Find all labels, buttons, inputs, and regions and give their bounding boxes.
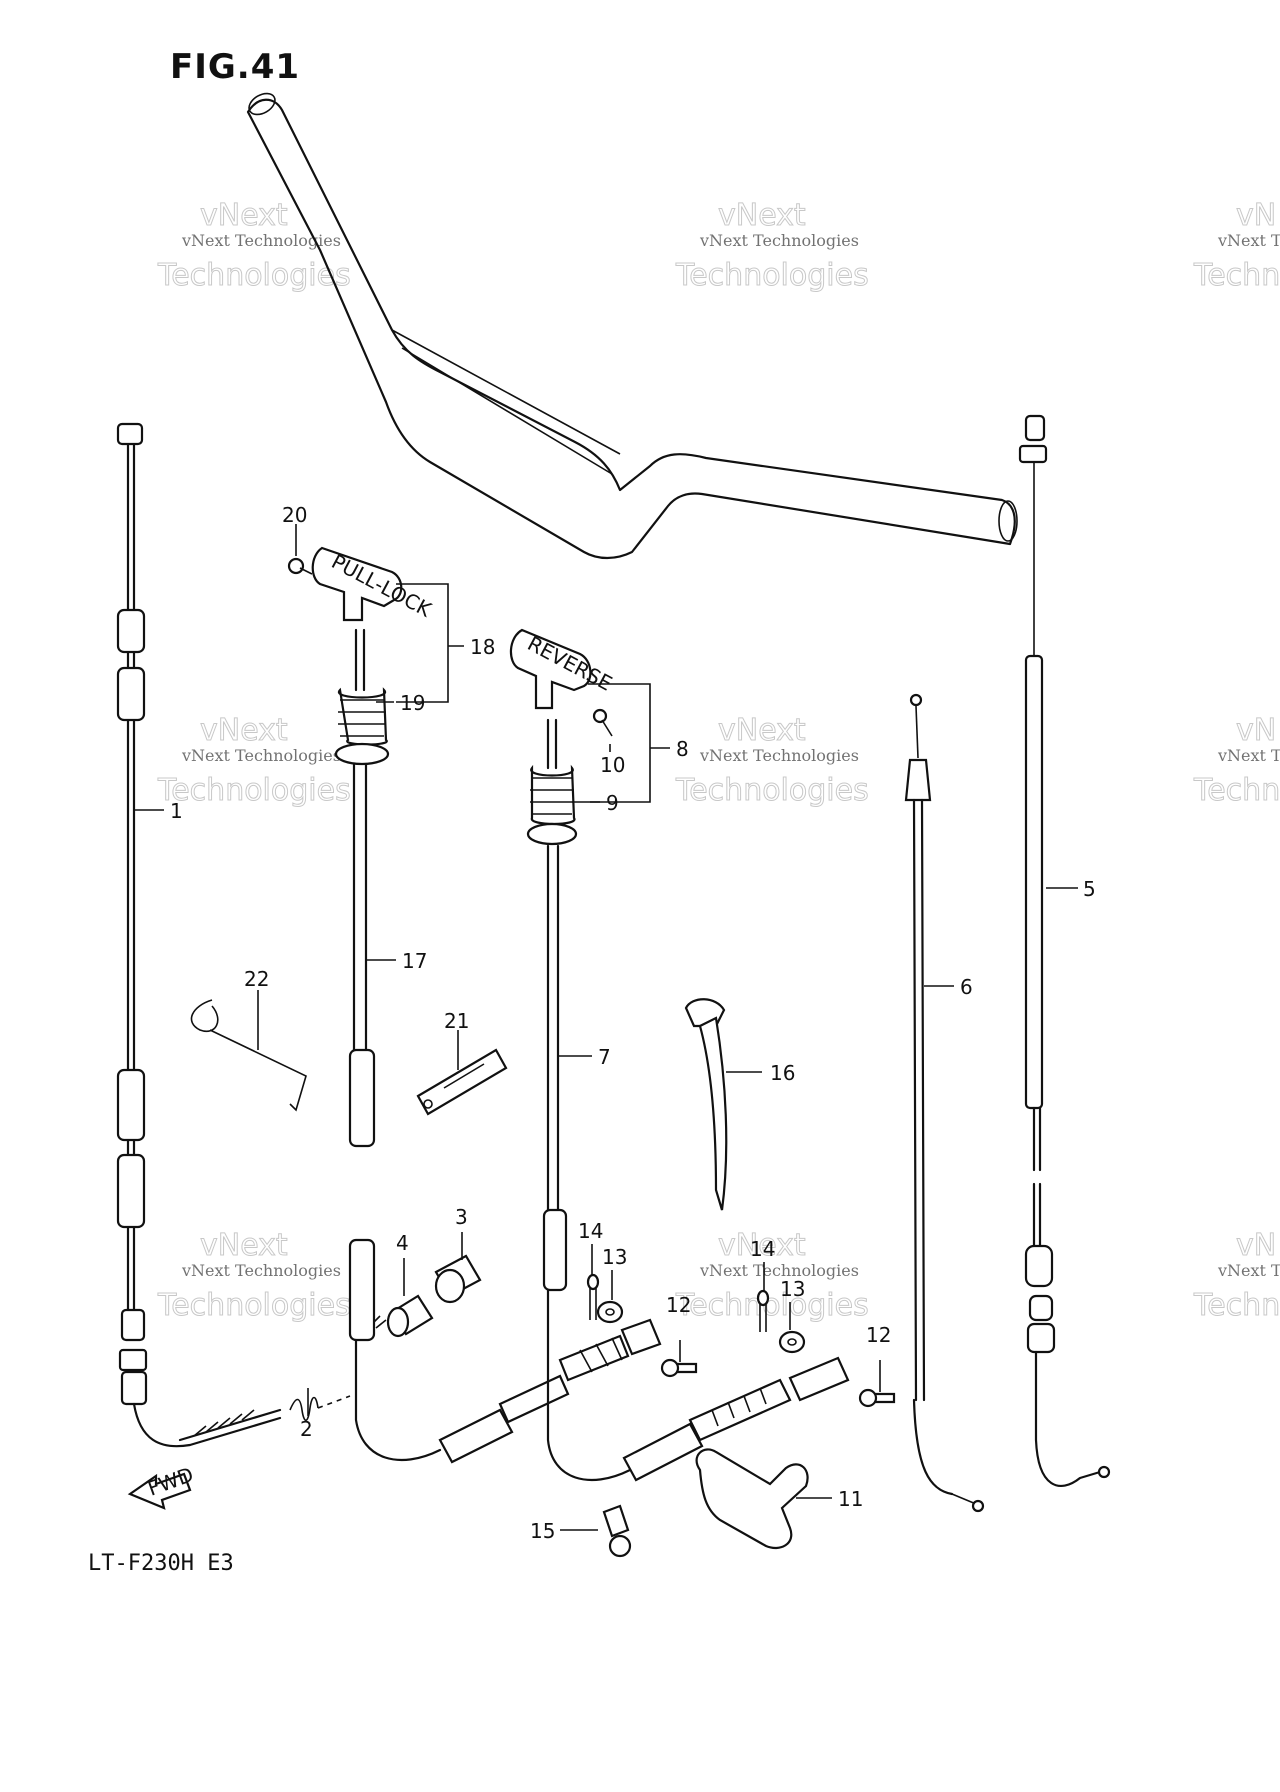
cotter-pin-14-left: [586, 1273, 600, 1320]
reverse-cable-7: [526, 718, 850, 1482]
watermark-text: vNext Technologies: [699, 1261, 859, 1280]
watermark-text: Technologies: [157, 258, 351, 293]
watermark-row-top: vNext Technologies vNext Technologies vN…: [157, 198, 1280, 294]
callout-20: 20: [282, 503, 307, 527]
cotter-pin-14-right: [756, 1289, 770, 1332]
screw-10: [592, 708, 613, 737]
watermark-text: vNext: [718, 713, 806, 748]
callout-10: 10: [600, 753, 625, 777]
watermark-text: vNext Technologies: [181, 231, 341, 250]
watermark-text: vNext: [718, 1228, 806, 1263]
cable-tie-16: [684, 998, 728, 1211]
callout-1: 1: [170, 799, 183, 823]
watermark-text: vNext Technologies: [699, 746, 859, 765]
cable-5: [1018, 414, 1111, 1488]
callout-12b: 12: [866, 1323, 891, 1347]
handlebar: [246, 92, 1018, 560]
watermark-text: Technologies: [675, 258, 869, 293]
pull-lock-knob-18: PULL-LOCK: [311, 546, 436, 622]
spring-2: [289, 1395, 351, 1422]
clip-21: [416, 1048, 508, 1116]
watermark-text: vNext Technologies: [181, 746, 341, 765]
callouts: 1 2 3 4 5 6 7 8 9 10 11 12 12 13 13 14 1: [134, 503, 1096, 1543]
watermark-text: vNext: [200, 713, 288, 748]
pull-lock-cable-17: [334, 628, 570, 1464]
callout-11: 11: [838, 1487, 863, 1511]
callout-13b: 13: [780, 1277, 805, 1301]
reverse-knob-8: REVERSE: [509, 628, 616, 710]
watermark-text: vNext Techn: [1217, 1261, 1280, 1280]
model-code: LT-F230H E3: [88, 1551, 234, 1576]
watermark-row-bottom: vNext Technologies vNext Technologies vN…: [157, 1228, 1280, 1324]
callout-14a: 14: [578, 1219, 603, 1243]
watermark-text: vN: [1236, 198, 1276, 233]
figure-title: FIG.41: [170, 47, 300, 87]
callout-15: 15: [530, 1519, 555, 1543]
watermark-text: Technologies: [157, 773, 351, 808]
washer-13-right: [778, 1330, 806, 1354]
watermark-text: Technologies: [675, 1288, 869, 1323]
clevis-left: [558, 1318, 662, 1382]
callout-5: 5: [1083, 877, 1096, 901]
callout-22: 22: [244, 967, 269, 991]
cable-6: [904, 693, 985, 1513]
callout-12a: 12: [666, 1293, 691, 1317]
watermark-text: vN: [1236, 1228, 1276, 1263]
watermark-text: Techn: [1193, 258, 1280, 293]
callout-17: 17: [402, 949, 427, 973]
watermark-text: Technologies: [157, 1288, 351, 1323]
callout-9: 9: [606, 791, 619, 815]
callout-3: 3: [455, 1205, 468, 1229]
spring-clip-22: [190, 999, 307, 1112]
watermark-text: vNext Technologies: [699, 231, 859, 250]
screw-20: [287, 557, 313, 575]
callout-6: 6: [960, 975, 973, 999]
watermark-text: vNext: [718, 198, 806, 233]
callout-2: 2: [300, 1417, 313, 1441]
callout-19: 19: [400, 691, 425, 715]
callout-16: 16: [770, 1061, 795, 1085]
callout-21: 21: [444, 1009, 469, 1033]
callout-4: 4: [396, 1231, 409, 1255]
cable-1: [116, 422, 282, 1448]
watermark-text: vNext Techn: [1217, 746, 1280, 765]
bracket-11: [695, 1448, 809, 1550]
watermark-text: Technologies: [675, 773, 869, 808]
pin-12-right: [858, 1388, 896, 1408]
watermark-text: Techn: [1193, 1288, 1280, 1323]
watermark-row-middle: vNext Technologies vNext Technologies vN…: [157, 713, 1280, 809]
callout-7: 7: [598, 1045, 611, 1069]
callout-13a: 13: [602, 1245, 627, 1269]
pin-12-left: [660, 1358, 698, 1378]
washer-13-left: [596, 1300, 624, 1324]
callout-18: 18: [470, 635, 495, 659]
fwd-arrow: FWD: [127, 1462, 197, 1510]
watermark-text: vNext: [200, 1228, 288, 1263]
watermark-text: vNext: [200, 198, 288, 233]
watermark-text: vNext Technologies: [181, 1261, 341, 1280]
bolt-3: [434, 1254, 482, 1304]
watermark-text: vNext Techn: [1217, 231, 1280, 250]
watermark-text: vN: [1236, 713, 1276, 748]
watermark-text: Techn: [1193, 773, 1280, 808]
nut-4: [363, 1294, 434, 1338]
clamp-15: [602, 1504, 632, 1558]
callout-8: 8: [676, 737, 689, 761]
callout-14b: 14: [750, 1237, 775, 1261]
